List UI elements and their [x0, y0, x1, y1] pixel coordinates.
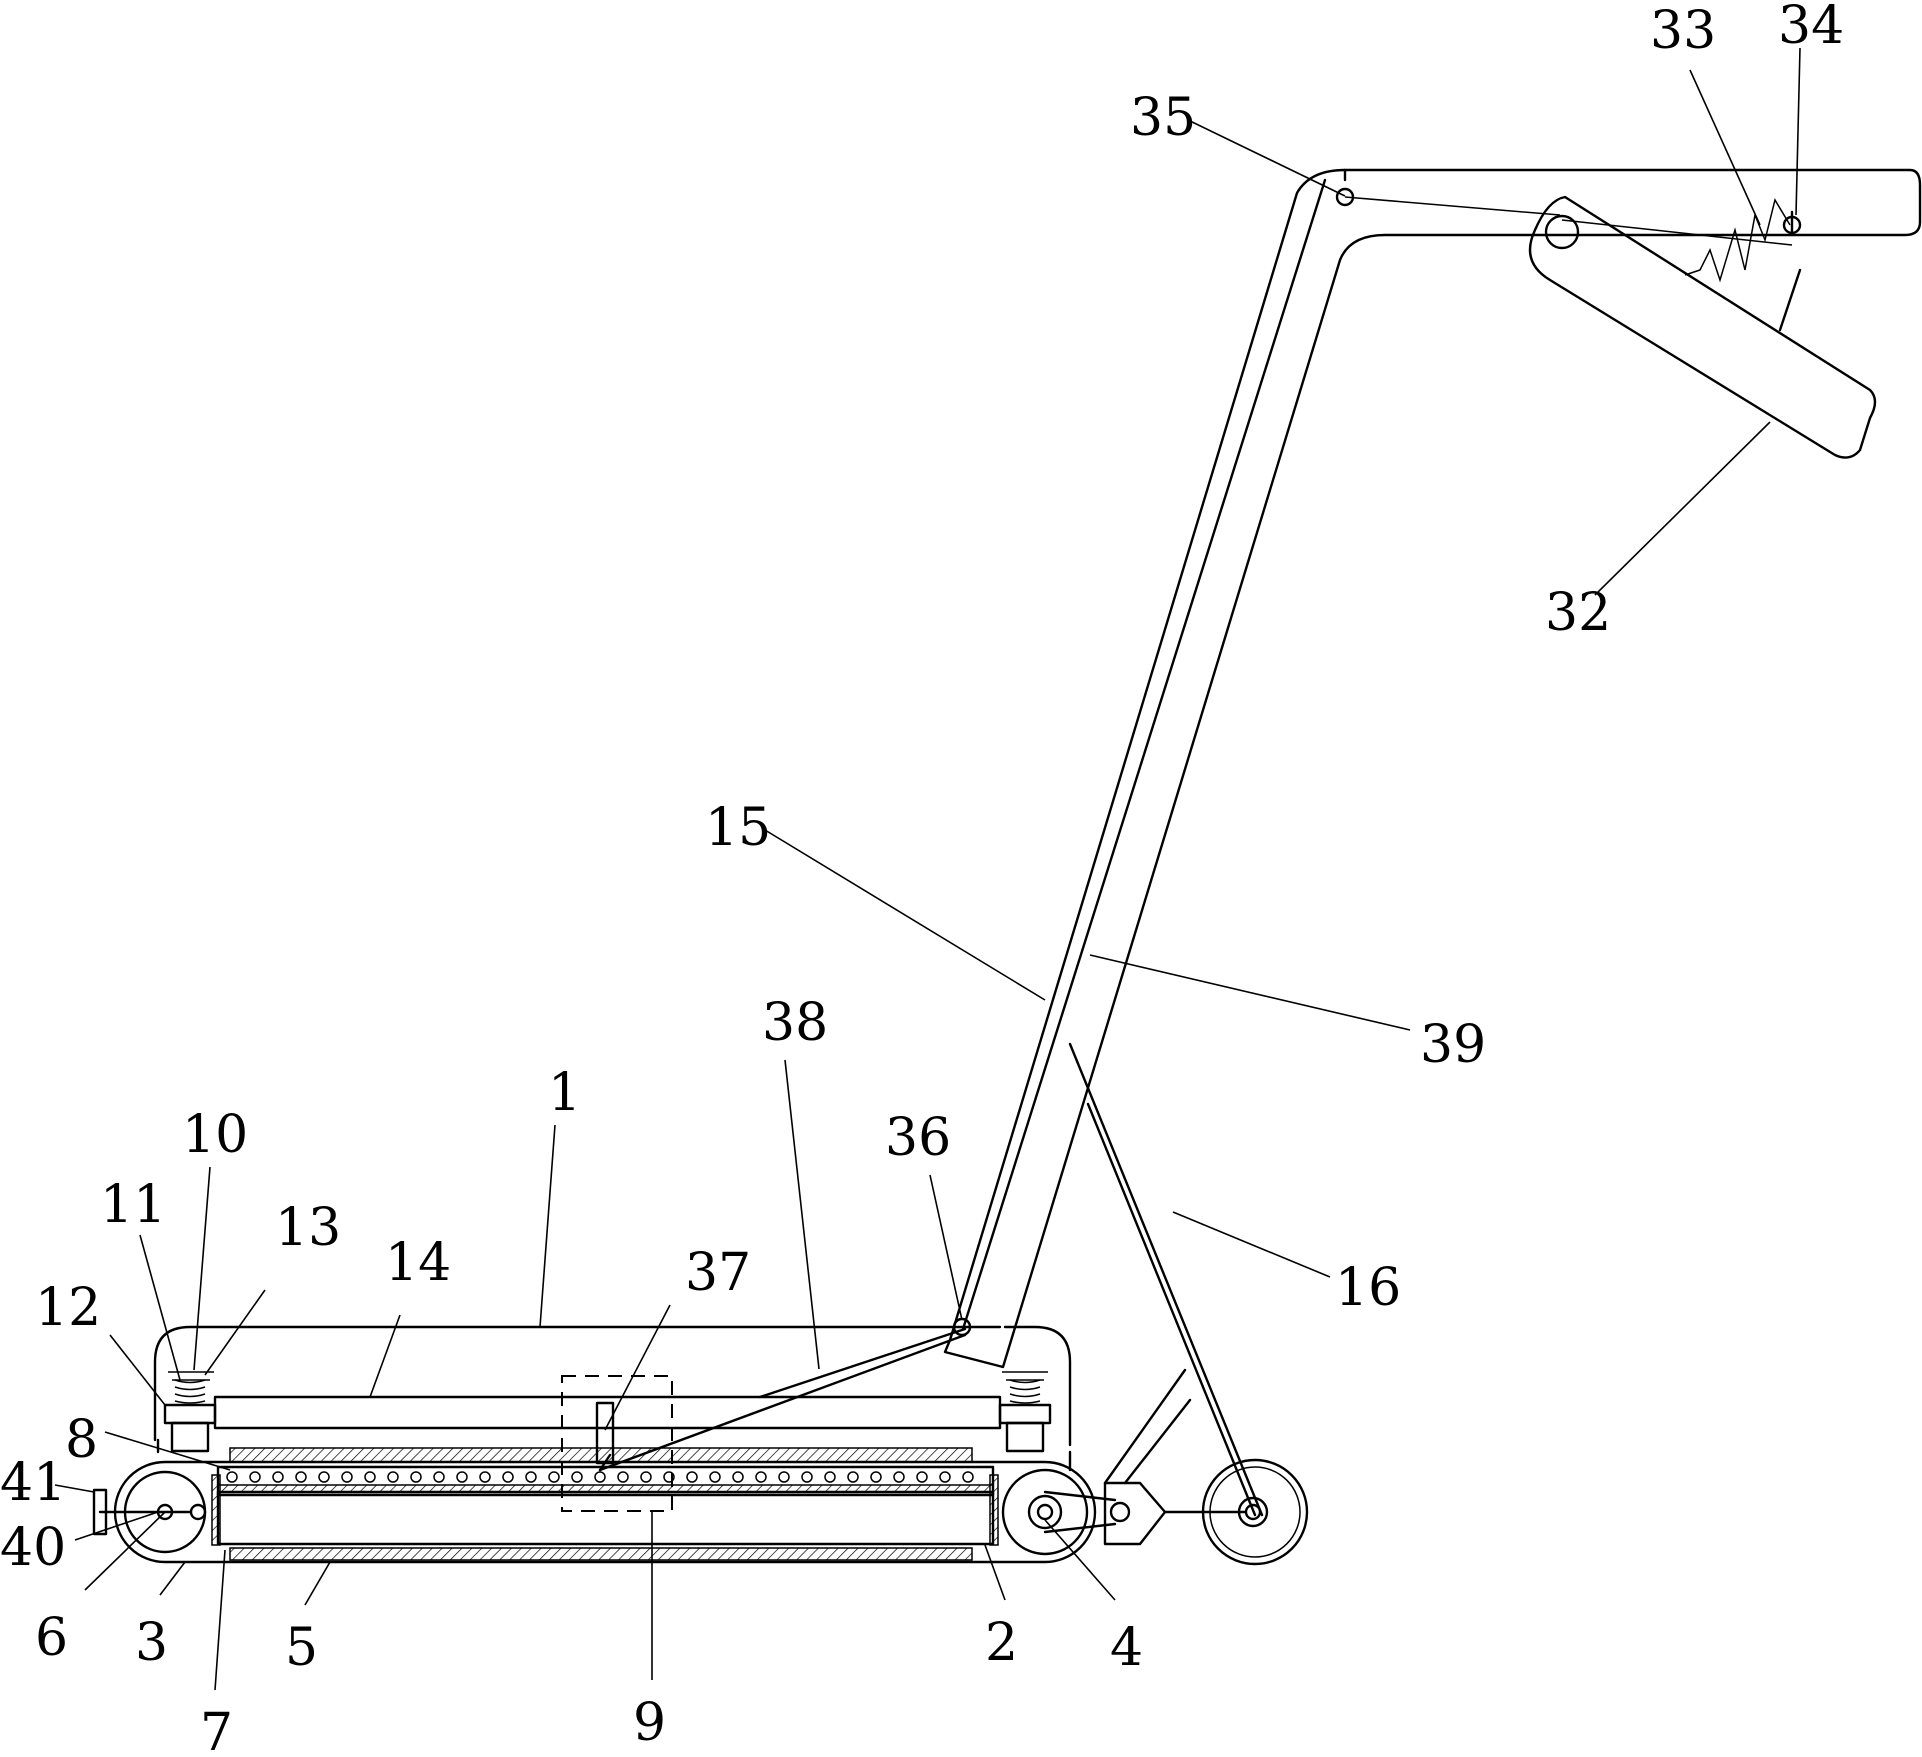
belt-roller	[732, 1471, 744, 1483]
label-15: 15	[705, 798, 771, 858]
label-40: 40	[0, 1518, 66, 1578]
right-spring-assembly	[998, 1371, 1052, 1453]
belt-roller	[318, 1471, 330, 1483]
label-8: 8	[65, 1410, 98, 1470]
label-14: 14	[385, 1233, 451, 1293]
lower-box	[216, 1490, 995, 1546]
label-9: 9	[633, 1693, 666, 1753]
label-35: 35	[1130, 88, 1196, 148]
labels: 1 2 3 4 5 6 7 8 9 10 11 12 13 14 15 16 3…	[0, 0, 1844, 1757]
label-37: 37	[685, 1243, 751, 1303]
belt-roller	[916, 1471, 928, 1483]
belt-roller	[249, 1471, 261, 1483]
belt-roller	[433, 1471, 445, 1483]
label-12: 12	[35, 1278, 101, 1338]
label-6: 6	[35, 1608, 68, 1668]
latch-block	[595, 1401, 615, 1465]
label-7: 7	[200, 1703, 233, 1757]
label-13: 13	[275, 1198, 341, 1258]
label-32: 32	[1545, 583, 1611, 643]
belt-roller	[502, 1471, 514, 1483]
housing-body	[153, 1325, 1072, 1472]
belt-roller	[709, 1471, 721, 1483]
hand-lever	[1335, 168, 1877, 459]
belt-roller	[548, 1471, 560, 1483]
belt-roller	[870, 1471, 882, 1483]
belt-roller	[525, 1471, 537, 1483]
belt-roller	[824, 1471, 836, 1483]
belt-roller	[456, 1471, 468, 1483]
label-3: 3	[135, 1613, 168, 1673]
belt-roller	[847, 1471, 859, 1483]
handle-pole	[943, 168, 1922, 1517]
side-plate-left	[211, 1474, 221, 1546]
label-2: 2	[985, 1613, 1018, 1673]
label-4: 4	[1110, 1618, 1143, 1678]
belt-roller	[663, 1471, 675, 1483]
belt-roller	[387, 1471, 399, 1483]
label-10: 10	[182, 1105, 248, 1165]
belt-roller	[640, 1471, 652, 1483]
belt-roller	[962, 1471, 974, 1483]
belt-rollers	[226, 1471, 974, 1483]
belt-roller	[272, 1471, 284, 1483]
belt-roller	[479, 1471, 491, 1483]
side-plate-right	[989, 1474, 999, 1546]
label-33: 33	[1650, 1, 1716, 61]
lower-brush-strip	[229, 1547, 973, 1561]
belt-roller	[226, 1471, 238, 1483]
label-38: 38	[762, 993, 828, 1053]
right-drive-wheel	[1001, 1368, 1247, 1556]
label-1: 1	[548, 1063, 581, 1123]
belt-roller	[295, 1471, 307, 1483]
belt-roller	[755, 1471, 767, 1483]
belt-frame	[113, 1460, 1097, 1564]
detail-box	[561, 1375, 673, 1512]
belt-roller	[893, 1471, 905, 1483]
label-36: 36	[885, 1108, 951, 1168]
belt-roller	[617, 1471, 629, 1483]
label-5: 5	[285, 1618, 318, 1678]
belt-roller	[571, 1471, 583, 1483]
left-spring-assembly	[163, 1371, 217, 1453]
belt-roller	[341, 1471, 353, 1483]
upper-brush-strip	[229, 1447, 973, 1463]
belt-roller	[364, 1471, 376, 1483]
label-11: 11	[100, 1175, 166, 1235]
belt-roller	[686, 1471, 698, 1483]
belt-roller	[594, 1471, 606, 1483]
left-drive-wheel	[92, 1470, 207, 1554]
label-34: 34	[1778, 0, 1844, 56]
belt-roller	[939, 1471, 951, 1483]
belt-roller	[778, 1471, 790, 1483]
label-41: 41	[0, 1453, 66, 1513]
label-39: 39	[1420, 1015, 1486, 1075]
leader-lines	[54, 47, 1801, 1691]
horizontal-shaft	[213, 1395, 1002, 1430]
label-16: 16	[1335, 1258, 1401, 1318]
belt-roller	[410, 1471, 422, 1483]
belt-roller	[801, 1471, 813, 1483]
